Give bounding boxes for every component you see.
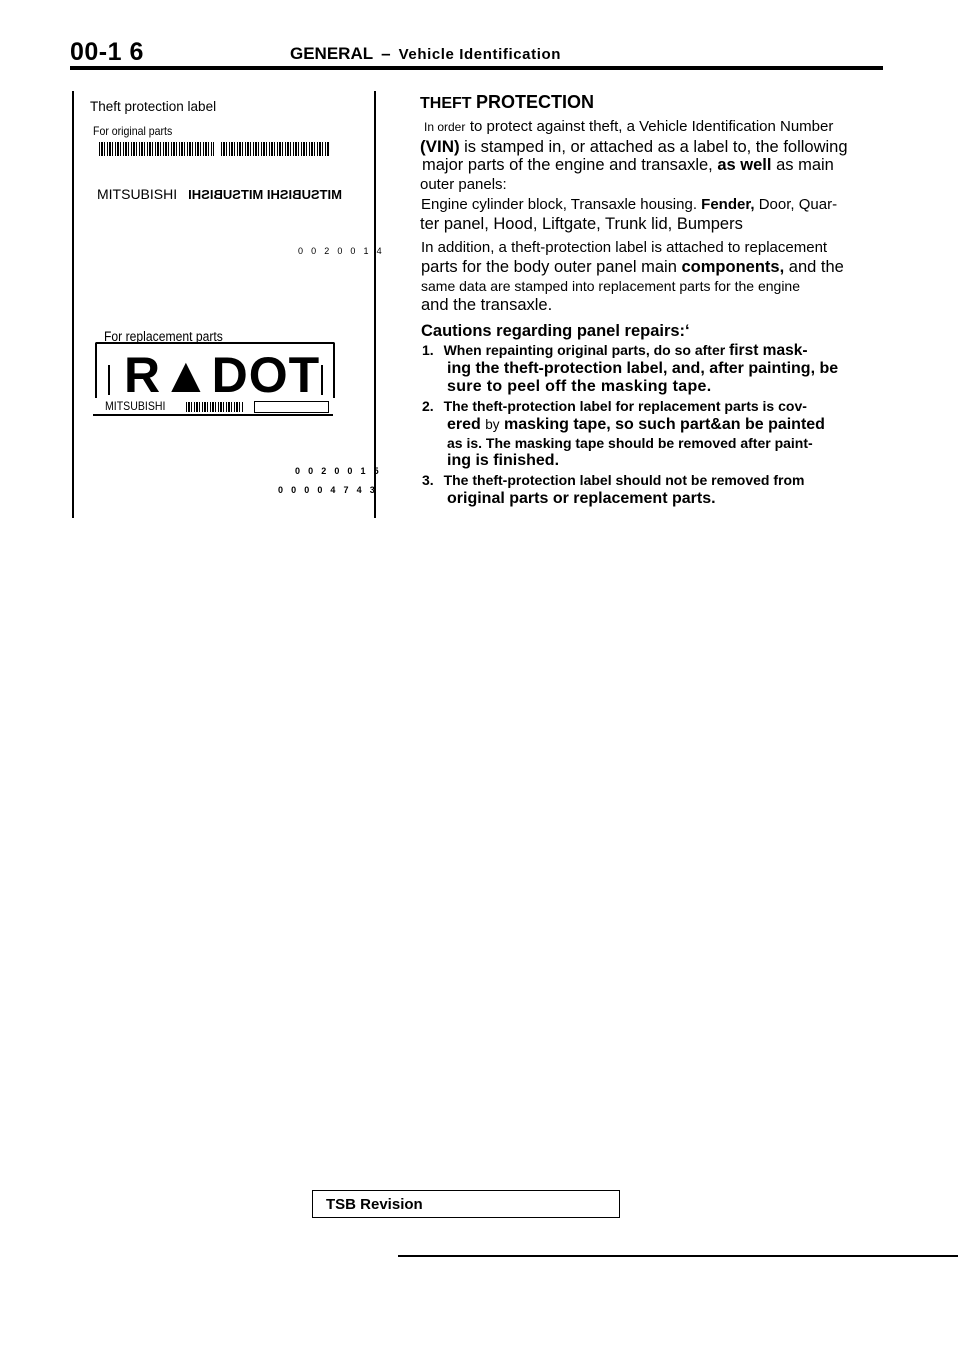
paragraph-line: ter panel, Hood, Liftgate, Trunk lid, Bu… xyxy=(420,215,743,233)
paragraph-line: parts for the body outer panel main comp… xyxy=(421,258,844,276)
header-rule xyxy=(70,66,883,70)
figure-title: Theft protection label xyxy=(90,99,217,114)
caution-line: ered by masking tape, so such part&an be… xyxy=(447,416,825,433)
section-heading: THEFT PROTECTION xyxy=(420,92,595,112)
paragraph-line: In addition, a theft-protection label is… xyxy=(421,239,828,256)
caution-line: original parts or replacement parts. xyxy=(447,490,716,507)
mirrored-brand-label: MITSUBISHI MITSUBISHI xyxy=(188,187,342,202)
figure-code: 0 0 0 0 4 7 4 3 xyxy=(278,485,378,495)
replacement-parts-caption: For replacement parts xyxy=(104,329,223,344)
tsb-revision-box xyxy=(312,1190,620,1218)
original-parts-caption: For original parts xyxy=(93,124,173,138)
title-dash: – xyxy=(381,44,391,63)
subsection-title: Vehicle Identification xyxy=(398,46,561,63)
caution-line: ing is finished. xyxy=(447,452,560,469)
stamp-bar xyxy=(108,365,110,395)
paragraph-line: outer panels: xyxy=(420,176,507,193)
stamp-text: R▲DOT xyxy=(124,347,321,403)
paragraph-line: major parts of the engine and transaxle,… xyxy=(422,156,834,174)
footer-rule xyxy=(398,1255,958,1257)
tsb-revision-label: TSB Revision xyxy=(326,1196,423,1213)
stamp-bar xyxy=(321,365,323,395)
caution-line: 1. When repainting original parts, do so… xyxy=(422,342,808,359)
stamp-baseline xyxy=(93,414,333,416)
caution-line: 2. The theft-protection label for replac… xyxy=(422,398,807,414)
barcode-graphic xyxy=(99,142,214,156)
barcode-graphic xyxy=(221,142,329,156)
paragraph-line: (VIN) is stamped in, or attached as a la… xyxy=(420,137,848,156)
section-title: GENERAL xyxy=(290,44,374,63)
page-number: 00-1 6 xyxy=(70,38,144,66)
figure-code: 0 0 2 0 0 1 5 xyxy=(295,466,382,476)
caution-line: ing the theft-protection label, and, aft… xyxy=(447,360,839,377)
barcode-graphic xyxy=(186,402,244,412)
paragraph-line: same data are stamped into replacement p… xyxy=(421,278,800,294)
figure-code: 0 0 2 0 0 1 4 xyxy=(298,246,385,256)
brand-label: MITSUBISHI xyxy=(105,399,166,413)
label-figure-frame xyxy=(72,91,376,518)
brand-label: MITSUBISHI xyxy=(97,186,178,202)
paragraph-line: In order to protect against theft, a Veh… xyxy=(424,118,834,135)
blank-field xyxy=(254,401,329,413)
header-title: GENERAL–Vehicle Identification xyxy=(290,44,561,64)
paragraph-line: and the transaxle. xyxy=(421,296,553,314)
paragraph-line: Engine cylinder block, Transaxle housing… xyxy=(421,196,838,213)
caution-line: sure to peel off the masking tape. xyxy=(447,378,712,395)
caution-line: as is. The masking tape should be remove… xyxy=(447,435,813,451)
cautions-heading: Cautions regarding panel repairs:‘ xyxy=(421,322,690,340)
stamp-outline xyxy=(95,342,335,398)
caution-line: 3. The theft-protection label should not… xyxy=(422,472,805,488)
